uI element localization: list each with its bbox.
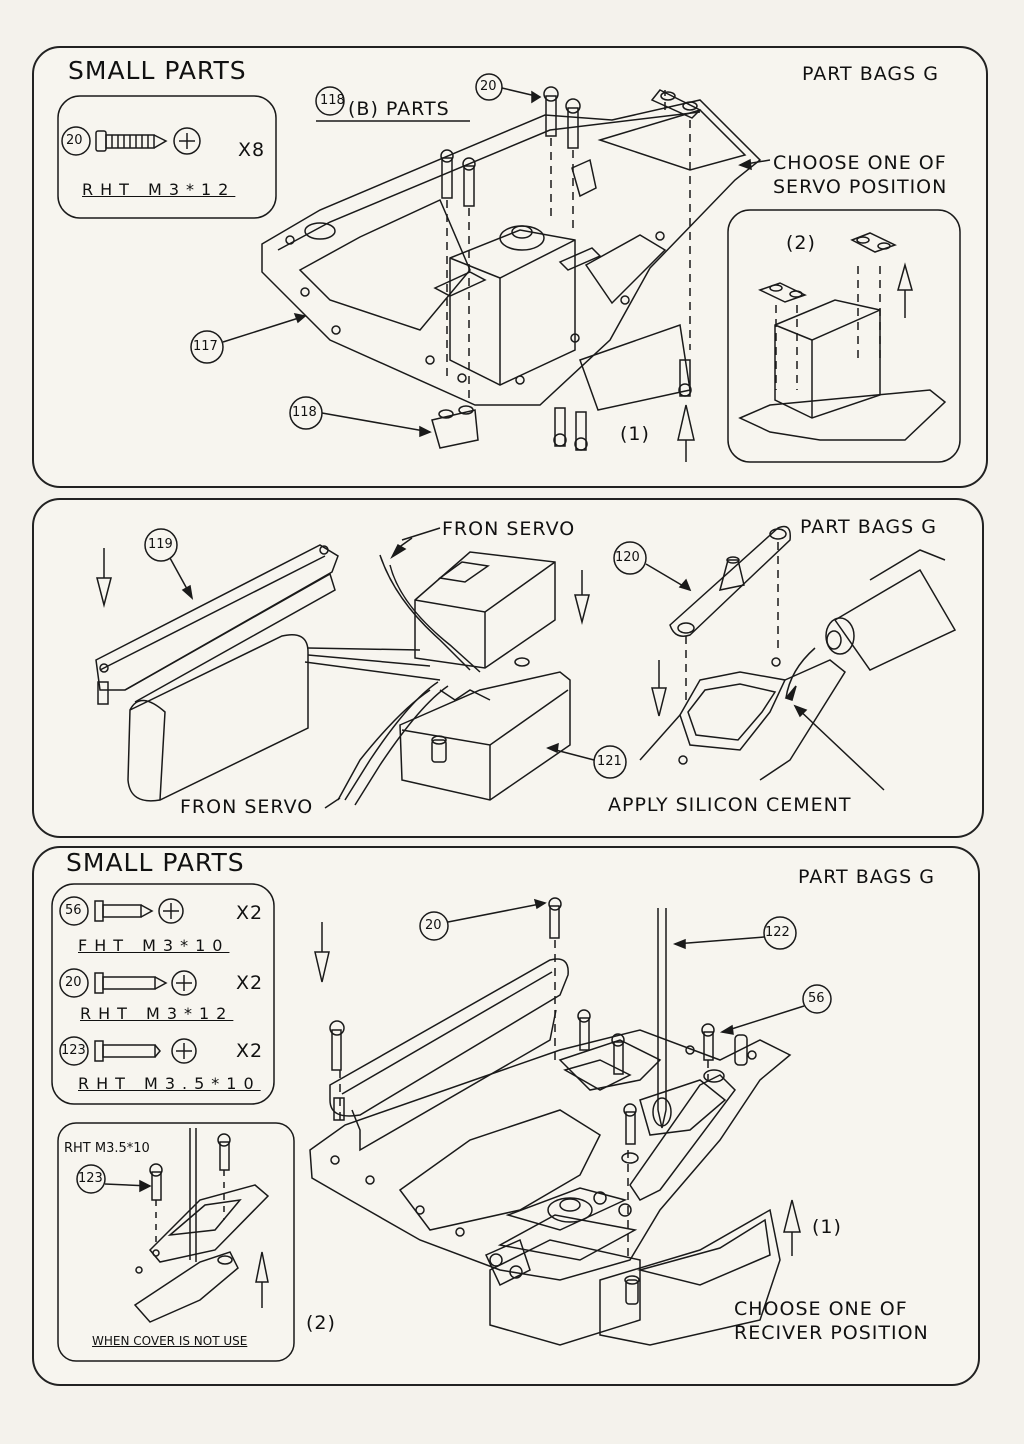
option-2-label-3: (2)	[306, 1312, 336, 1334]
screw-spec-56: FHT M3*10	[78, 936, 230, 955]
assembly-panel-servo	[32, 46, 988, 488]
part-bags-label-2: PART BAGS G	[800, 516, 937, 538]
inset-note: WHEN COVER IS NOT USE	[92, 1334, 248, 1348]
part-118-label: 118	[292, 405, 317, 420]
callout-20: 20	[480, 79, 497, 94]
inset-part-123: 123	[78, 1171, 103, 1186]
screw-qty-56: X2	[236, 902, 264, 924]
choose-line-2: SERVO POSITION	[773, 176, 948, 198]
screw-quantity: X8	[238, 139, 266, 161]
small-parts-title: SMALL PARTS	[68, 56, 247, 85]
part-119-label: 119	[148, 537, 173, 552]
option-1-label-3: (1)	[812, 1216, 842, 1238]
option-2-label: (2)	[786, 232, 816, 254]
callout-20-3: 20	[425, 918, 442, 933]
screw-id-56: 56	[65, 903, 82, 918]
screw-id-badge: 20	[66, 133, 83, 148]
screw-qty-20: X2	[236, 972, 264, 994]
callout-122: 122	[765, 925, 790, 940]
choose-line-1: CHOOSE ONE OF	[773, 152, 947, 174]
screw-id-123: 123	[61, 1043, 86, 1058]
apply-cement-label: APPLY SILICON CEMENT	[608, 794, 852, 816]
front-servo-top-label: FRON SERVO	[442, 518, 576, 540]
b-parts-label: (B) PARTS	[348, 98, 450, 120]
choose-line-2-3: RECIVER POSITION	[734, 1322, 929, 1344]
part-bags-label: PART BAGS G	[802, 63, 939, 85]
screw-spec-123: RHT M3.5*10	[78, 1074, 261, 1093]
part-120-label: 120	[615, 550, 640, 565]
screw-spec: RHT M3*12	[82, 180, 236, 199]
screw-qty-123: X2	[236, 1040, 264, 1062]
part-bags-label-3: PART BAGS G	[798, 866, 935, 888]
screw-id-20: 20	[65, 975, 82, 990]
front-servo-bottom-label: FRON SERVO	[180, 796, 314, 818]
inset-screw-spec: RHT M3.5*10	[64, 1141, 150, 1156]
callout-56: 56	[808, 991, 825, 1006]
small-parts-title-2: SMALL PARTS	[66, 848, 245, 877]
assembly-panel-chassis	[32, 846, 980, 1386]
part-117-label: 117	[193, 339, 218, 354]
part-121-label: 121	[597, 754, 622, 769]
assembly-panel-receiver-box	[32, 498, 984, 838]
option-1-label: (1)	[620, 423, 650, 445]
choose-line-1-3: CHOOSE ONE OF	[734, 1298, 908, 1320]
b-parts-number: 118	[320, 93, 345, 108]
screw-spec-20: RHT M3*12	[80, 1004, 234, 1023]
